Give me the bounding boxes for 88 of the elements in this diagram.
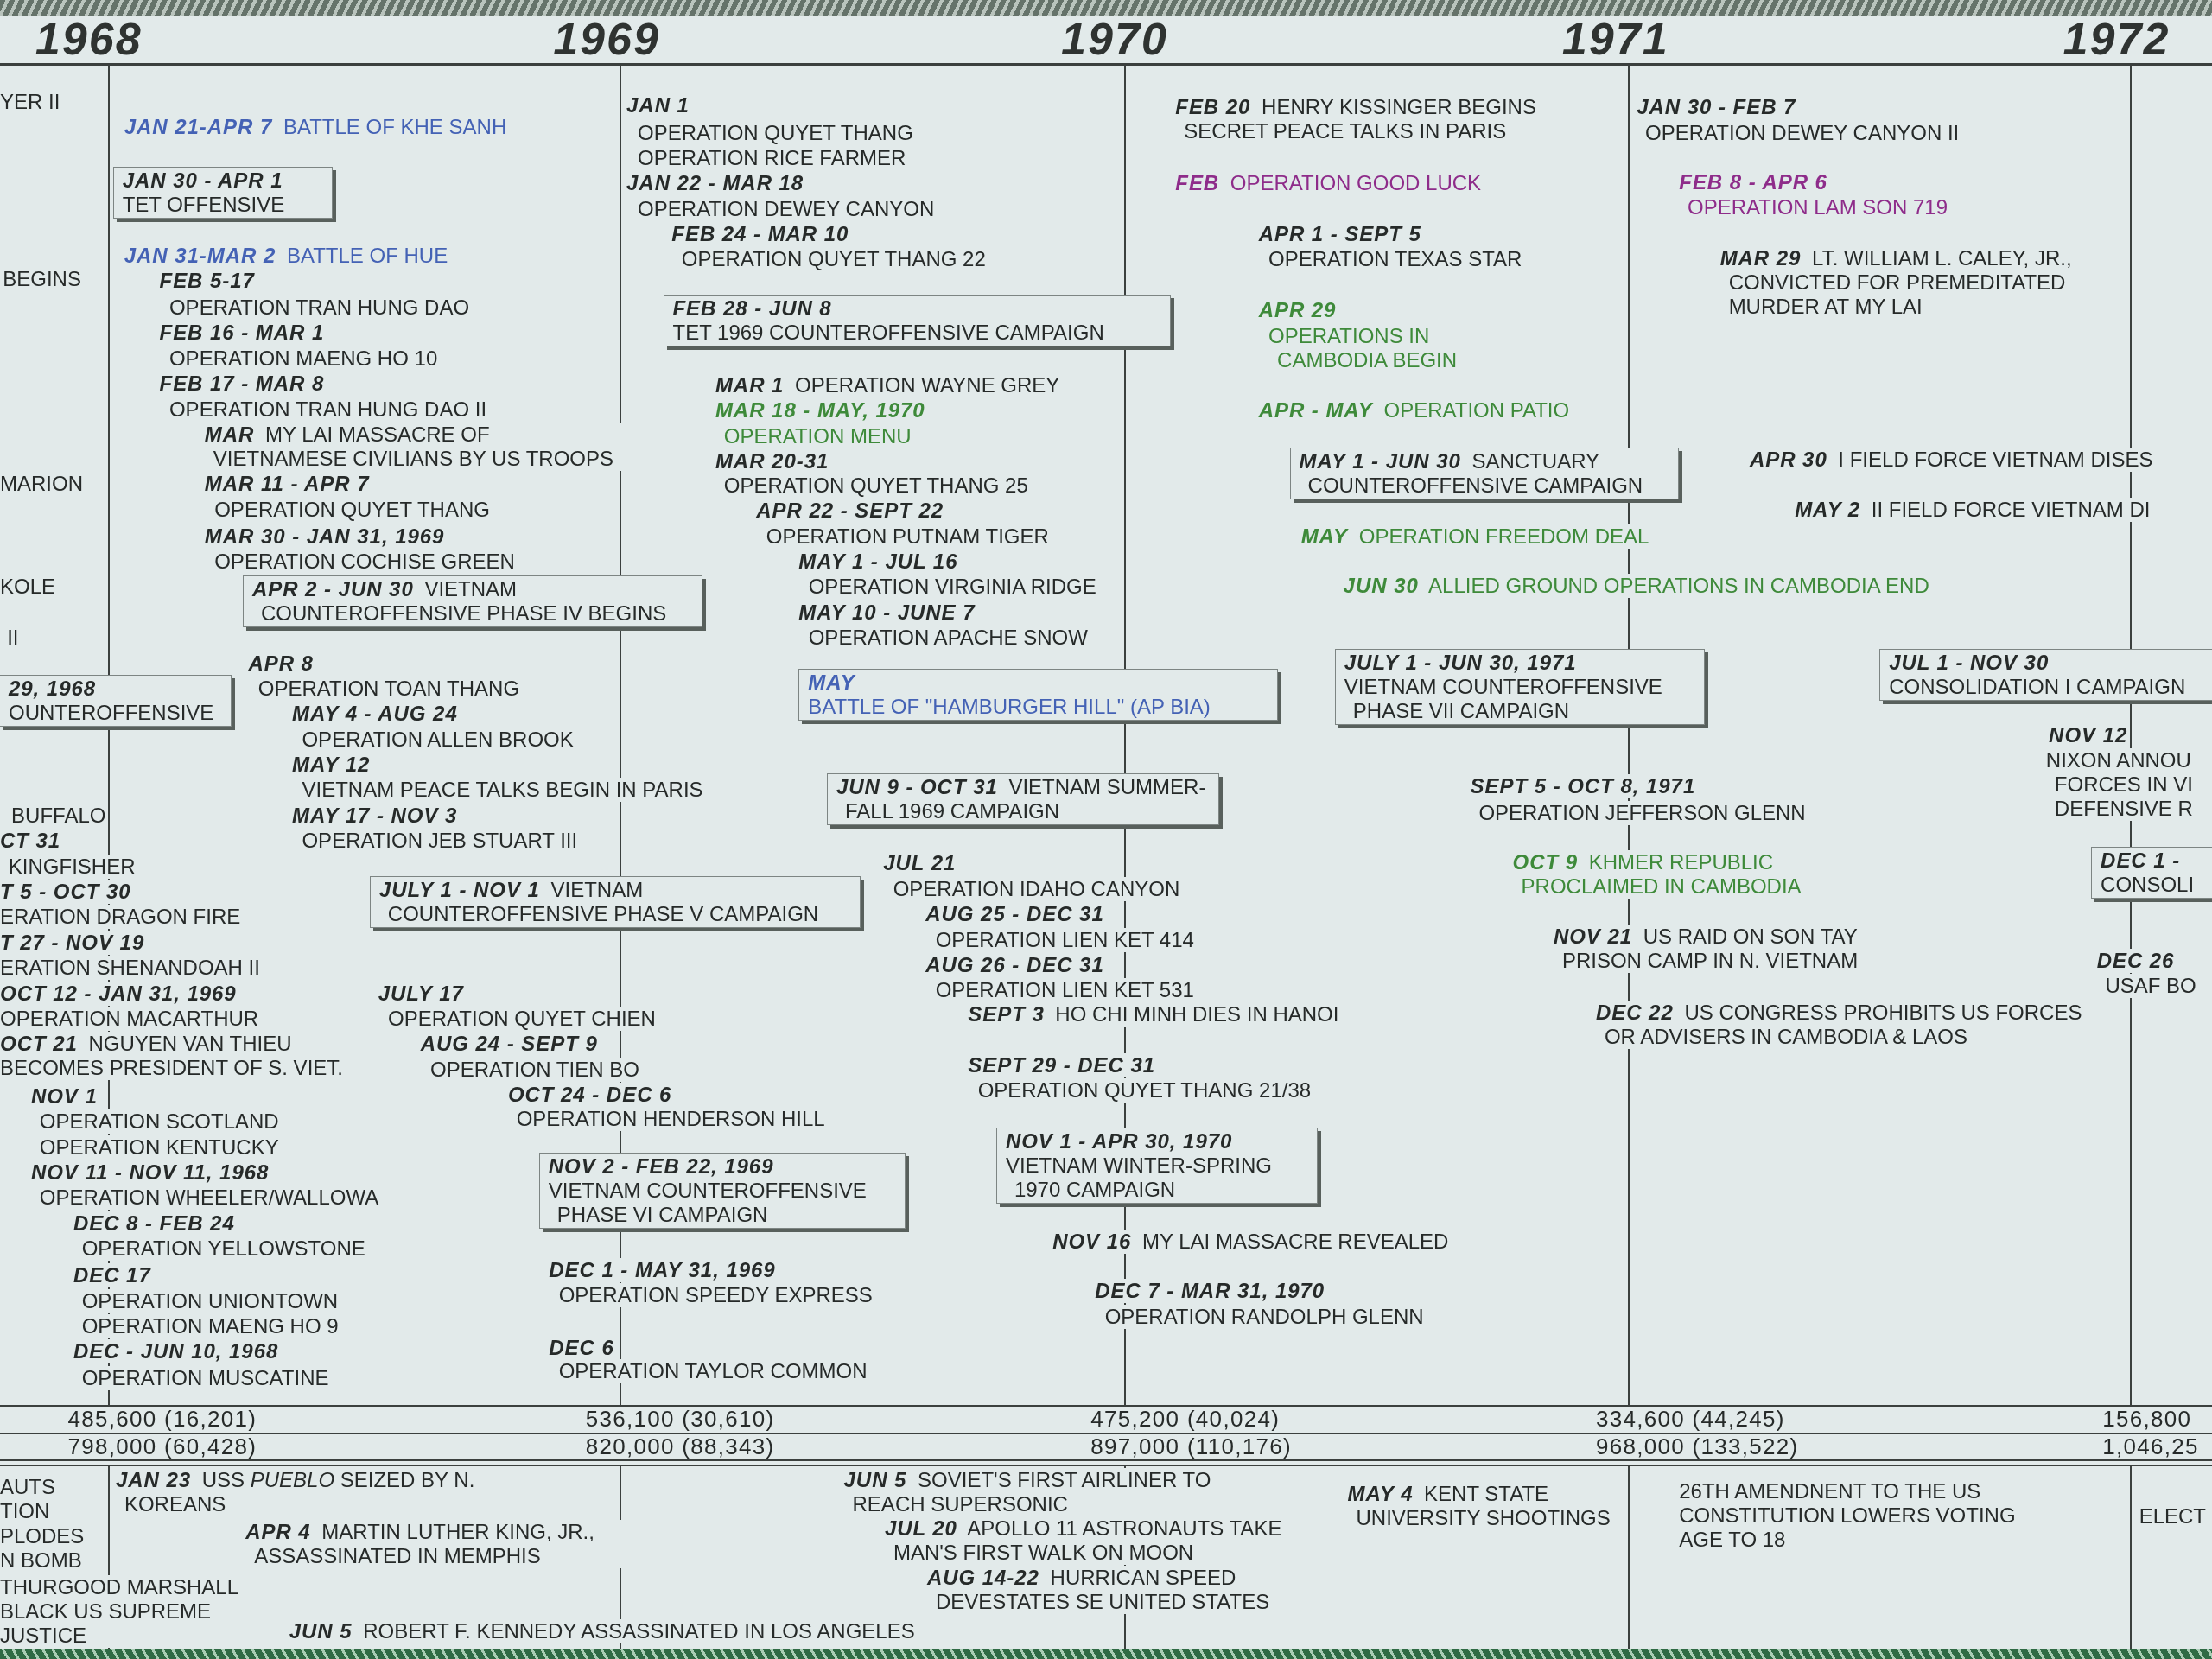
year-heading: 1970 <box>1061 16 1168 61</box>
event-text: OPERATION IDAHO CANYON <box>893 876 1180 901</box>
event-text: OPERATION RANDOLPH GLENN <box>1104 1304 1424 1329</box>
troop-figure: 475,200 (40,024) <box>1090 1406 1281 1431</box>
event-text: TET 1969 COUNTEROFFENSIVE CAMPAIGN <box>672 321 1105 346</box>
event-text: VIETNAM WINTER-SPRING 1970 CAMPAIGN <box>1005 1153 1273 1202</box>
date-text: DEC 7 - MAR 31, 1970 <box>1095 1279 1325 1304</box>
event-text: OPERATION KENTUCKY <box>39 1135 279 1160</box>
event-text: OPERATION LIEN KET 414 <box>935 927 1194 952</box>
year-heading: 1972 <box>2063 16 2171 61</box>
event-box <box>798 669 1279 721</box>
year-heading: 1971 <box>1561 16 1669 61</box>
troop-figure: 820,000 (88,343) <box>585 1434 775 1459</box>
event-text: NOV 16 MY LAI MASSACRE REVEALED <box>1052 1230 1449 1255</box>
event-text: OPERATION UNIONTOWN <box>81 1288 339 1313</box>
event-text: OPERATION MUSCATINE <box>81 1366 329 1391</box>
event-text: BATTLE OF "HAMBURGER HILL" (AP BIA) <box>808 695 1211 720</box>
event-text: OPERATION WHEELER/WALLOWA <box>39 1185 379 1211</box>
date-text: DEC 17 <box>73 1263 151 1288</box>
event-text: OPERATION LIEN KET 531 <box>935 978 1194 1003</box>
date-text: T 27 - NOV 19 <box>0 930 145 955</box>
date-text: DEC 1 - MAY 31, 1969 <box>549 1257 776 1282</box>
event-text: OPERATION YELLOWSTONE <box>81 1236 365 1262</box>
date-text: DEC - JUN 10, 1968 <box>73 1339 279 1364</box>
event-box <box>538 1153 906 1230</box>
date-text: JUL 1 - NOV 30 <box>1889 651 2050 676</box>
troop-figure: 897,000 (110,176) <box>1090 1434 1292 1459</box>
event-text: OPERATION TAYLOR COMMON <box>558 1359 868 1384</box>
event-text: OUNTEROFFENSIVE <box>9 700 215 725</box>
event-text: APR 30 I FIELD FORCE VIETNAM DISES <box>1749 448 2153 473</box>
date-text: DEC 26 <box>2096 949 2175 974</box>
date-text: NOV 11 - NOV 11, 1968 <box>30 1160 270 1185</box>
date-text: T 5 - OCT 30 <box>0 880 131 905</box>
year-heading: 1968 <box>35 16 143 61</box>
event-text: USAF BO <box>2105 974 2196 999</box>
event-box <box>242 575 703 628</box>
event-text: JUN 5 ROBERT F. KENNEDY ASSASSINATED IN LOS ANGELES <box>289 1618 915 1643</box>
date-text: 29, 1968 <box>9 676 98 701</box>
date-text: DEC 1 - <box>2101 848 2182 873</box>
event-text: CONSOLI <box>2101 872 2196 897</box>
event-text: JUN 9 - OCT 31 VIETNAM SUMMER-FALL 1969 CAMPAIGN <box>836 774 1207 823</box>
date-text: SEPT 29 - DEC 31 <box>968 1052 1155 1077</box>
event-box <box>663 295 1172 347</box>
event-text: APR 2 - JUN 30 VIETNAM COUNTEROFFENSIVE PHASE IV BEGINS <box>251 577 668 626</box>
troop-figure: 968,000 (133,522) <box>1595 1434 1799 1459</box>
event-text: JUL 20 APOLLO 11 ASTRONAUTS TAKE MAN'S FIRST WALK ON MOON <box>884 1516 1283 1565</box>
date-text: NOV 2 - FEB 22, 1969 <box>548 1154 775 1179</box>
event-text: MAY 1 - JUN 30 SANCTUARY COUNTEROFFENSIVE CAMPAIGN <box>1299 448 1644 498</box>
event-text: CONSOLIDATION I CAMPAIGN <box>1889 675 2187 700</box>
event-text: OPERATION QUYET THANG 21/38 <box>977 1078 1312 1103</box>
date-text: JULY 1 - JUN 30, 1971 <box>1344 651 1578 676</box>
event-text: OPERATION MACARTHUR <box>0 1007 259 1031</box>
troop-figure: 798,000 (60,428) <box>67 1434 257 1459</box>
event-text: JULY 1 - NOV 1 VIETNAM COUNTEROFFENSIVE PHASE V CAMPAIGN <box>378 878 820 927</box>
event-text: TET OFFENSIVE <box>122 192 286 217</box>
event-text: OPERATION TIEN BO <box>430 1057 639 1082</box>
event-text: VIETNAM COUNTEROFFENSIVE PHASE VII CAMPAIGN <box>1344 675 1663 724</box>
event-text: OPERATION SPEEDY EXPRESS <box>558 1283 873 1308</box>
event-text: SEPT 3 HO CHI MINH DIES IN HANOI <box>968 1002 1339 1027</box>
date-text: OCT 12 - JAN 31, 1969 <box>0 981 237 1006</box>
event-text: VIETNAM PEACE TALKS BEGIN IN PARIS <box>302 778 703 803</box>
event-text: KINGFISHER <box>8 854 136 879</box>
troop-figure: 1,046,25 <box>2102 1434 2199 1459</box>
date-text: NOV 1 - APR 30, 1970 <box>1005 1128 1234 1154</box>
date-text: FEB 28 - JUN 8 <box>672 296 833 321</box>
date-text: JAN 30 - APR 1 <box>122 168 284 193</box>
date-text: SEPT 5 - OCT 8, 1971 <box>1470 773 1696 798</box>
troop-figure: 485,600 (16,201) <box>67 1406 257 1431</box>
event-text: VIETNAM COUNTEROFFENSIVE PHASE VI CAMPAIGN <box>548 1179 868 1228</box>
event-text: ERATION DRAGON FIRE <box>0 905 241 930</box>
troop-figure: 156,800 <box>2102 1406 2192 1431</box>
event-text: MAY OPERATION FREEDOM DEAL <box>1300 524 1649 549</box>
event-text: OPERATION JEFFERSON GLENN <box>1478 800 1806 825</box>
date-text: DEC 8 - FEB 24 <box>73 1211 235 1236</box>
event-box <box>369 876 861 929</box>
year-heading: 1969 <box>553 16 661 61</box>
date-text: MAY <box>808 671 857 696</box>
event-text: JUN 30 ALLIED GROUND OPERATIONS IN CAMBODIA END <box>1343 573 1929 598</box>
troop-figure: 334,600 (44,245) <box>1595 1406 1785 1431</box>
event-box <box>1879 649 2212 702</box>
event-text: ERATION SHENANDOAH II <box>0 956 260 981</box>
date-text: OCT 24 - DEC 6 <box>507 1083 672 1108</box>
event-text: OPERATION HENDERSON HILL <box>516 1106 825 1131</box>
event-text: MAY 2 II FIELD FORCE VIETNAM DI <box>1795 497 2151 522</box>
event-text: OPERATION SCOTLAND <box>39 1109 279 1135</box>
event-text: OPERATION MAENG HO 9 <box>81 1314 339 1338</box>
event-text: OPERATION QUYET CHIEN <box>388 1007 656 1031</box>
troop-figure: 536,100 (30,610) <box>585 1406 775 1431</box>
